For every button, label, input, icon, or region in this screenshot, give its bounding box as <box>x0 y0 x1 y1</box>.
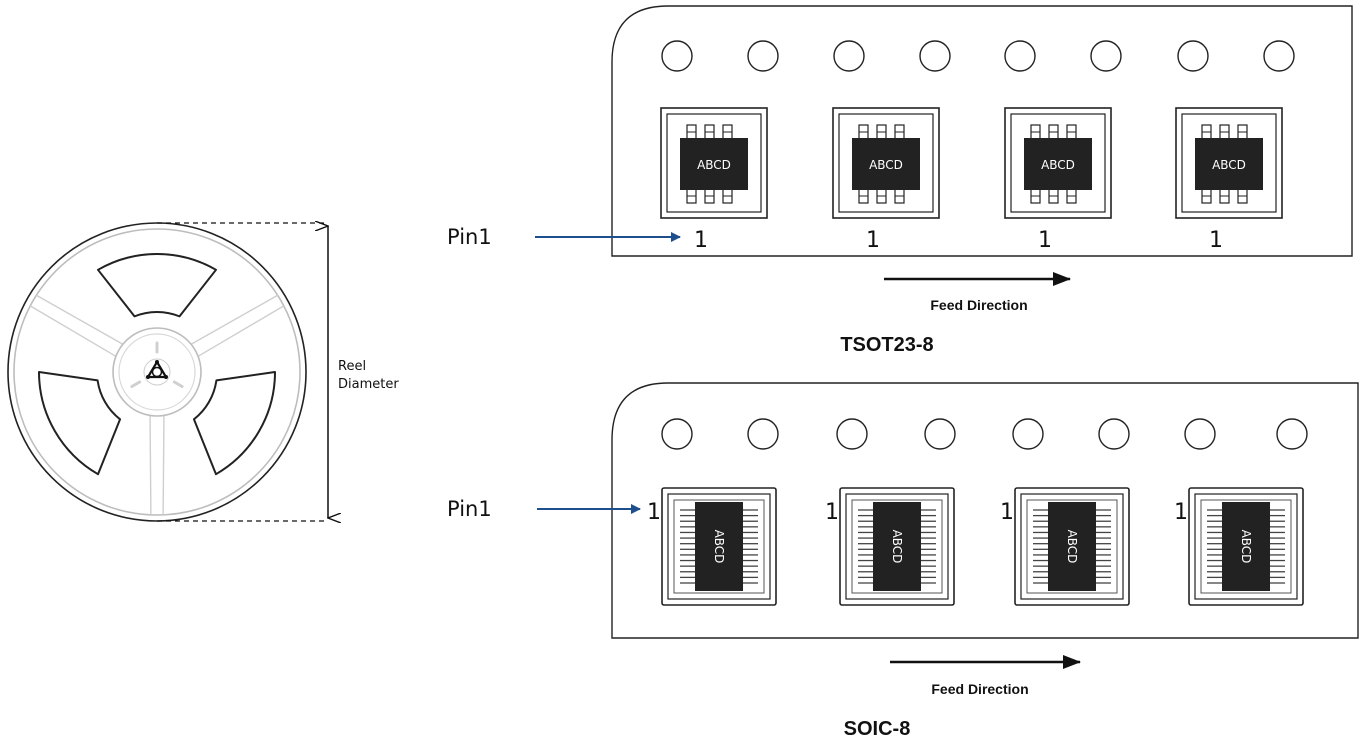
sprocket-hole <box>1276 418 1308 450</box>
soic8-chip-pocket: ABCD <box>661 487 777 606</box>
chip-body <box>680 138 748 190</box>
chip-marking: ABCD <box>1065 530 1079 564</box>
sprocket-hole <box>833 40 865 72</box>
tsot23-chip-pocket: ABCD <box>1175 107 1283 219</box>
tsot23-chip-pocket: ABCD <box>660 107 768 219</box>
reel-spoke <box>162 415 165 515</box>
reel-spoke <box>35 294 124 345</box>
reel-hub-icon <box>143 358 171 386</box>
pin-number: 1 <box>647 500 661 525</box>
reel-hub-tick <box>130 380 142 388</box>
sprocket-hole <box>1263 40 1295 72</box>
pin-number: 1 <box>825 500 839 525</box>
reel-diameter-label-line1: Reel <box>338 359 366 374</box>
sprocket-hole <box>1177 40 1209 72</box>
chip-marking: ABCD <box>869 158 903 172</box>
pin-number: 1 <box>866 228 880 253</box>
reel-spoke <box>149 415 152 515</box>
sprocket-hole <box>1098 418 1130 450</box>
feed-direction-label: Feed Direction <box>931 681 1028 697</box>
reel-window <box>38 371 122 476</box>
chip-body <box>1024 138 1092 190</box>
chip-marking: ABCD <box>712 530 726 564</box>
pin-number: 1 <box>694 228 708 253</box>
sprocket-hole <box>1012 418 1044 450</box>
reel-window <box>97 253 217 318</box>
chip-marking: ABCD <box>1041 158 1075 172</box>
reel-window-group <box>38 253 276 476</box>
chip-marking: ABCD <box>890 530 904 564</box>
reel-diameter-label-line2: Diameter <box>338 377 399 392</box>
pin1-label: Pin1 <box>447 225 492 249</box>
chip-body <box>1048 502 1096 591</box>
soic8-chip-pocket: ABCD <box>1188 487 1304 606</box>
pin1-label: Pin1 <box>447 497 492 521</box>
soic8-chip-pocket: ABCD <box>1014 487 1130 606</box>
sprocket-hole <box>1090 40 1122 72</box>
pin-number: 1 <box>1174 500 1188 525</box>
chip-body <box>873 502 921 591</box>
sprocket-hole <box>661 418 693 450</box>
sprocket-hole <box>836 418 868 450</box>
carrier-tape-tsot23: ABCD 1 ABCD 1 ABCD 1 ABCD 1 <box>611 5 1353 257</box>
reel-spoke <box>197 305 285 357</box>
reel-hub-tick <box>172 380 184 388</box>
chip-marking: ABCD <box>1212 158 1246 172</box>
tsot23-chip-pocket: ABCD <box>1004 107 1112 219</box>
reel-diameter-dimension <box>157 223 328 521</box>
sprocket-hole <box>747 40 779 72</box>
sprocket-hole <box>919 40 951 72</box>
feed-direction-label: Feed Direction <box>930 297 1027 313</box>
chip-marking: ABCD <box>697 158 731 172</box>
sprocket-hole <box>661 40 693 72</box>
pin-number: 1 <box>1038 228 1052 253</box>
chip-body <box>1222 502 1270 591</box>
reel-window <box>192 371 276 476</box>
sprocket-hole <box>1004 40 1036 72</box>
soic8-chip-pocket: ABCD <box>839 487 955 606</box>
chip-body <box>1195 138 1263 190</box>
chip-body <box>695 502 743 591</box>
sprocket-hole <box>1184 418 1216 450</box>
package-title-tsot23: TSOT23-8 <box>840 334 933 356</box>
tsot23-chip-pocket: ABCD <box>832 107 940 219</box>
pin-number: 1 <box>1209 228 1223 253</box>
sprocket-hole <box>924 418 956 450</box>
chip-marking: ABCD <box>1239 530 1253 564</box>
reel-spoke <box>190 294 279 345</box>
reel-spoke <box>29 305 117 357</box>
reel-icon <box>7 222 307 522</box>
sprocket-hole <box>747 418 779 450</box>
chip-body <box>852 138 920 190</box>
package-title-soic8: SOIC-8 <box>844 718 911 740</box>
pin-number: 1 <box>1000 500 1014 525</box>
